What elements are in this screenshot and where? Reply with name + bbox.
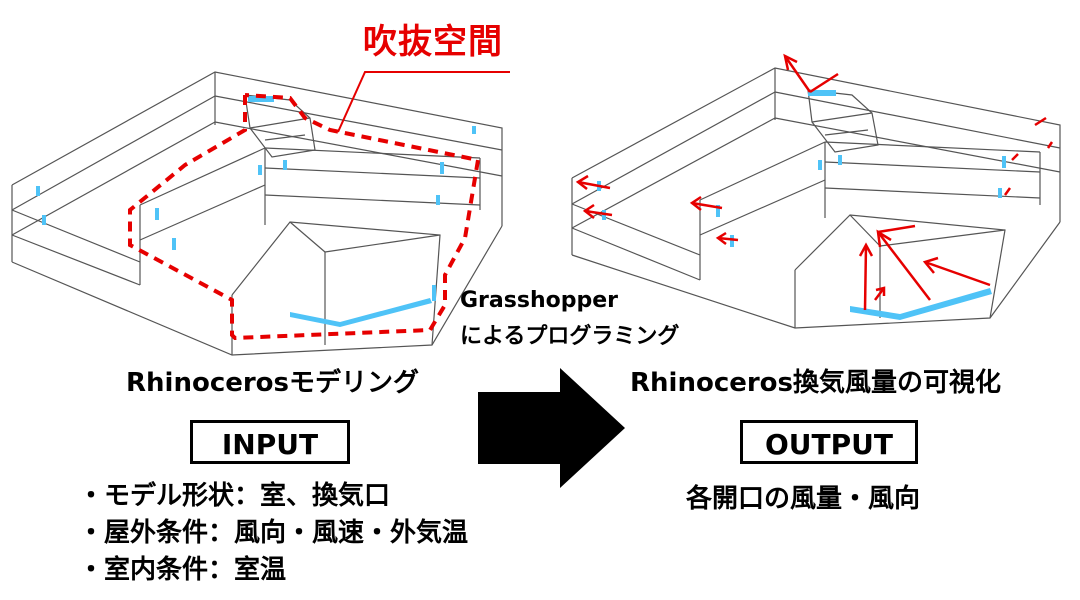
input-openings xyxy=(36,96,476,327)
input-building-wireframe xyxy=(11,71,503,356)
tool-label-line2: によるプログラミング xyxy=(460,324,680,349)
output-caption: Rhinoceros換気風量の可視化 xyxy=(630,368,1002,398)
airflow-vectors xyxy=(575,53,1054,311)
atrium-callout-label: 吹抜空間 xyxy=(363,22,503,62)
tool-label-line1: Grasshopper xyxy=(460,288,618,313)
output-description: 各開口の風量・風向 xyxy=(686,484,921,514)
process-arrow xyxy=(478,368,625,488)
callout-leader-line xyxy=(337,71,510,133)
input-conditions-list: ・モデル形状：室、換気口 ・屋外条件：風向・風速・外気温 ・室内条件：室温 xyxy=(78,478,468,589)
input-caption: Rhinocerosモデリング xyxy=(126,368,420,398)
output-box-label: OUTPUT xyxy=(740,420,918,464)
output-building-wireframe xyxy=(571,67,1061,329)
output-openings xyxy=(597,90,1006,320)
input-condition-item: ・モデル形状：室、換気口 xyxy=(78,481,391,511)
input-condition-item: ・室内条件：室温 xyxy=(78,555,287,585)
input-condition-item: ・屋外条件：風向・風速・外気温 xyxy=(78,518,469,548)
atrium-highlight-outline xyxy=(128,93,481,341)
input-box-label: INPUT xyxy=(190,420,350,464)
